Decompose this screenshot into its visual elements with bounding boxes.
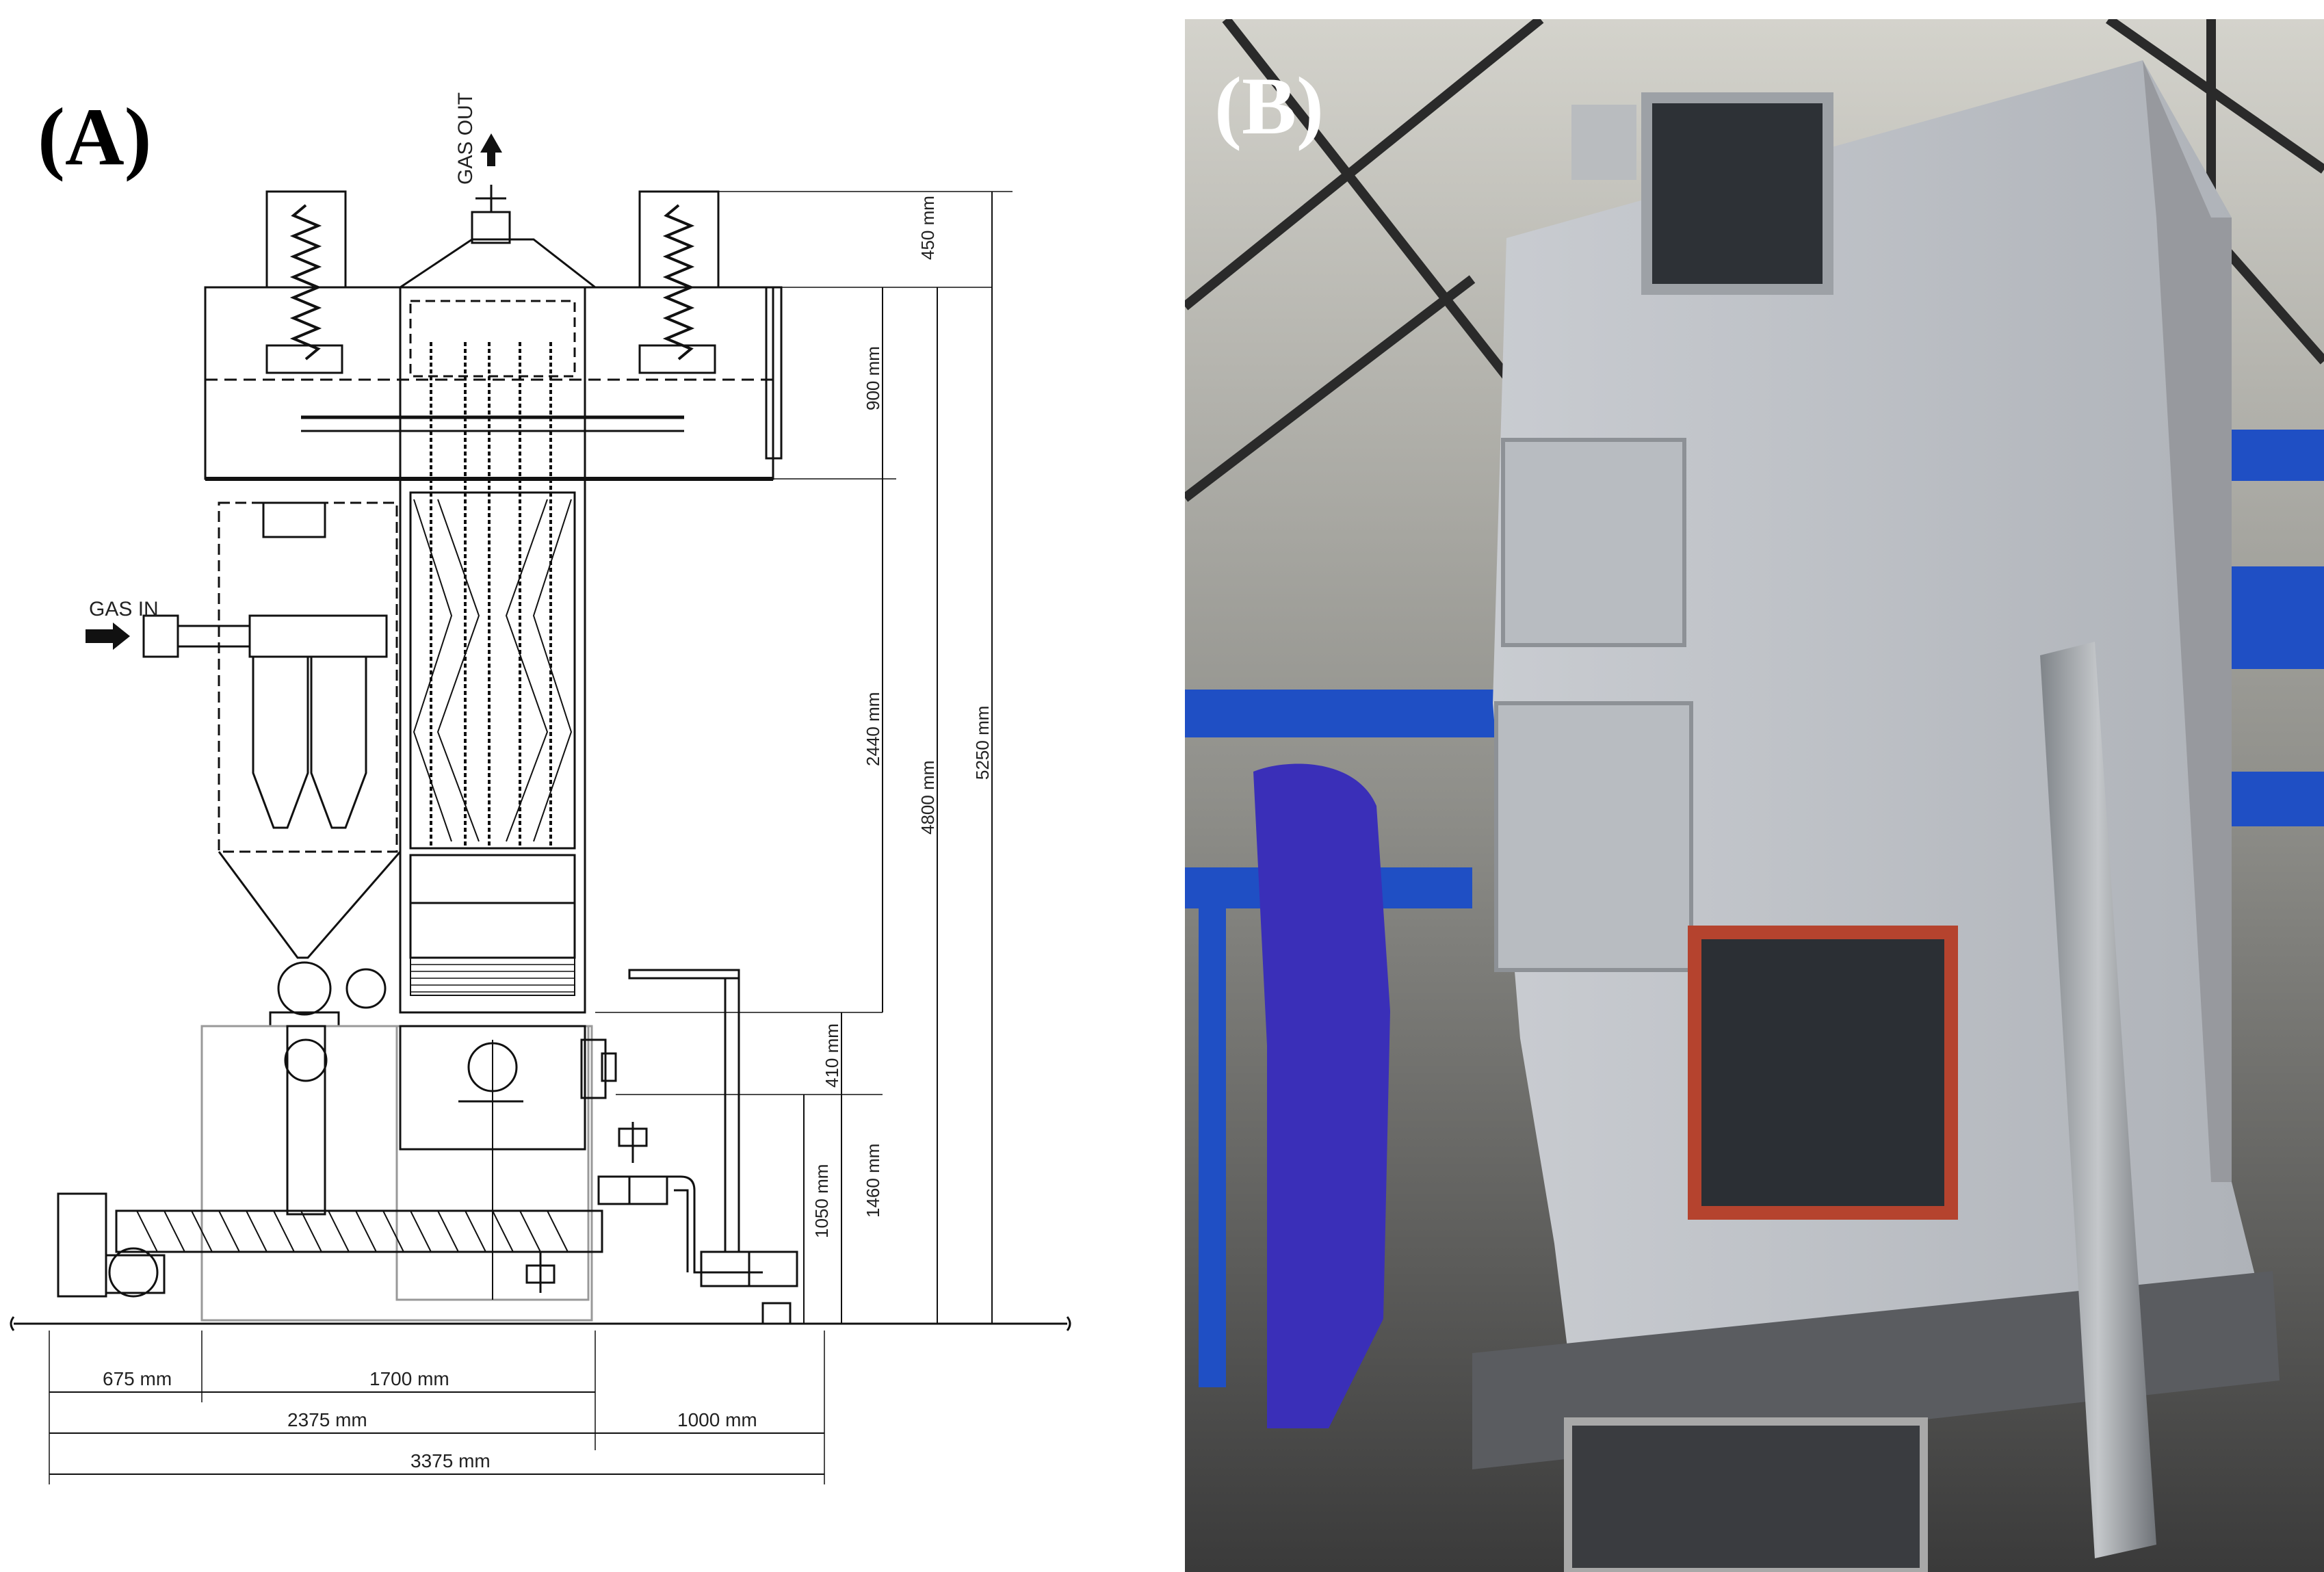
dim-1000: 1000 mm — [677, 1409, 757, 1430]
dim-1460: 1460 mm — [863, 1144, 883, 1218]
gas-out-arrow — [480, 133, 502, 166]
gas-in-arrow — [86, 623, 130, 650]
technical-drawing: GAS OUT GAS IN 450 mm 900 mm 2440 mm 480… — [10, 92, 1071, 1484]
dim-2440: 2440 mm — [863, 692, 883, 766]
dim-1700: 1700 mm — [369, 1368, 449, 1389]
dim-2375: 2375 mm — [287, 1409, 367, 1430]
dim-450: 450 mm — [917, 196, 938, 260]
panel-b-label: (B) — [1214, 60, 1324, 151]
dim-1050: 1050 mm — [811, 1164, 832, 1238]
dim-410: 410 mm — [822, 1023, 842, 1088]
gas-in-label: GAS IN — [89, 598, 159, 620]
dim-5250: 5250 mm — [972, 706, 993, 780]
equipment-photo — [1185, 19, 2324, 1572]
dim-4800: 4800 mm — [917, 761, 938, 835]
dim-675: 675 mm — [103, 1368, 172, 1389]
dim-3375: 3375 mm — [410, 1450, 491, 1471]
dim-900: 900 mm — [863, 346, 883, 410]
gas-out-label: GAS OUT — [454, 92, 477, 185]
panel-a-label: (A) — [38, 91, 152, 182]
